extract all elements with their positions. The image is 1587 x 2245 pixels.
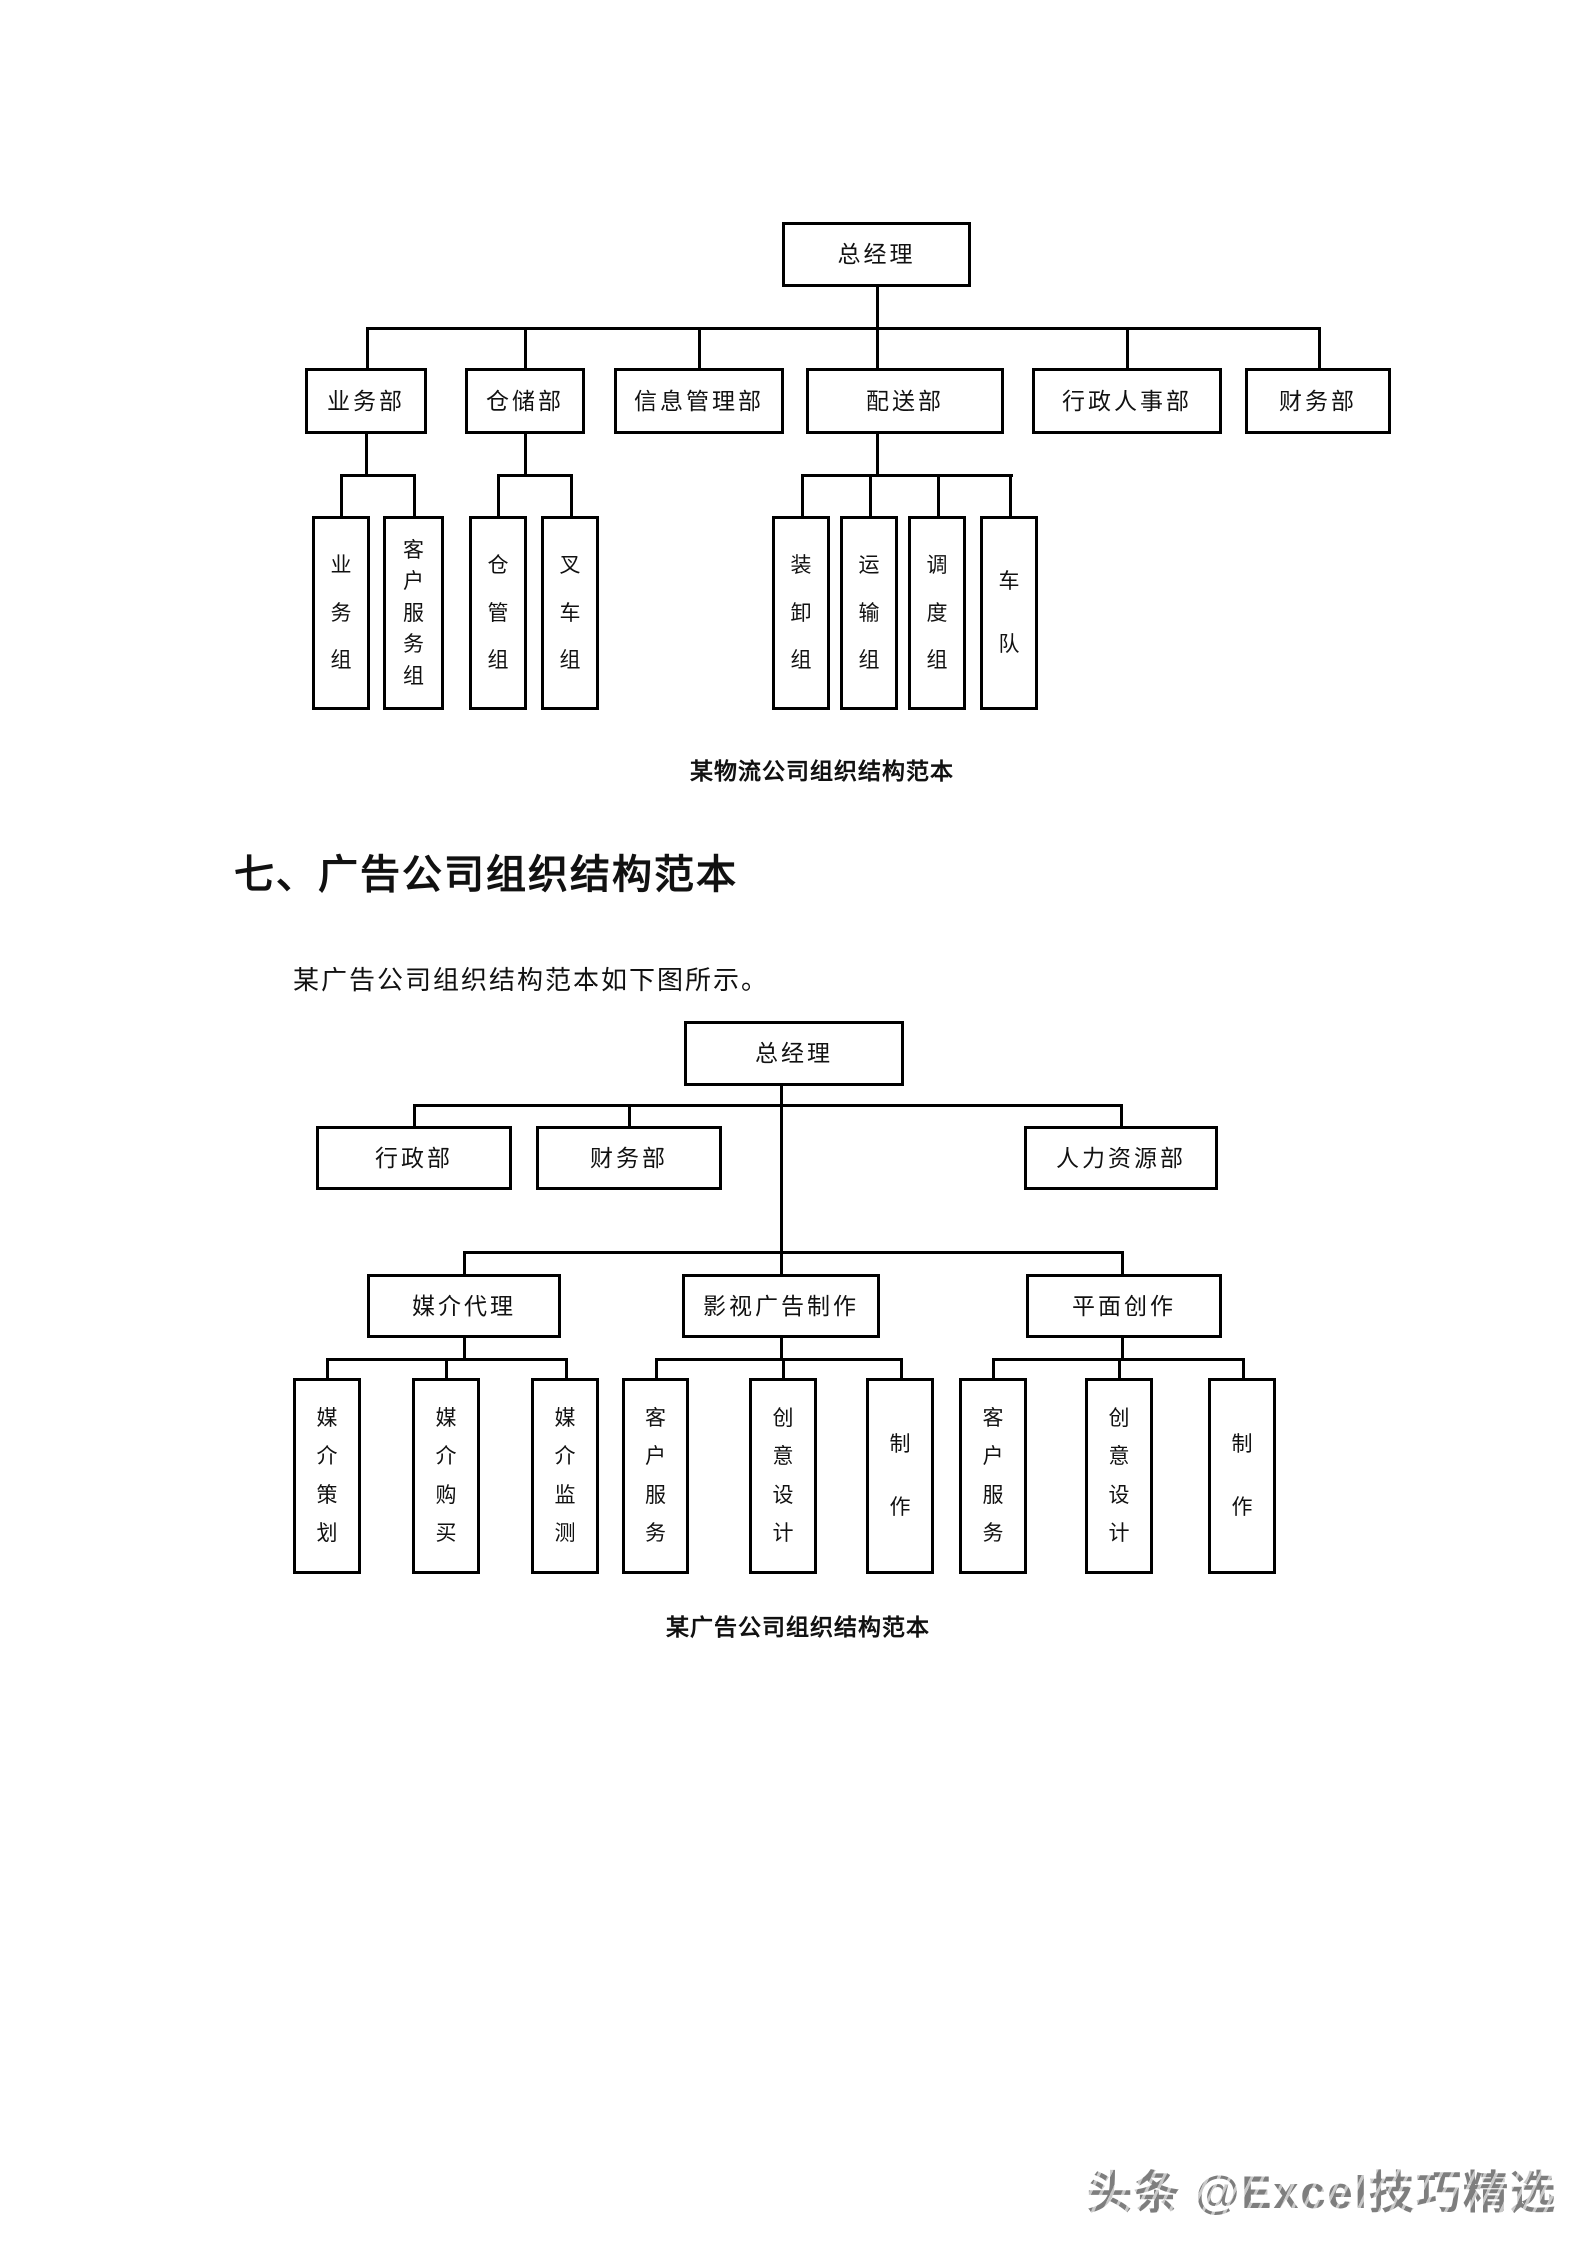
connector-line xyxy=(463,1251,1124,1254)
connector-line xyxy=(497,474,573,477)
node-admin-dept: 行政部 xyxy=(316,1126,512,1190)
connector-line xyxy=(570,474,573,516)
node-general-manager-2: 总经理 xyxy=(684,1021,904,1086)
connector-line xyxy=(497,474,500,516)
node-business-dept: 业务部 xyxy=(305,368,427,434)
node-finance-dept-2: 财务部 xyxy=(536,1126,722,1190)
node-media-planning: 媒介策划 xyxy=(293,1378,361,1574)
node-media-buying: 媒介购买 xyxy=(412,1378,480,1574)
node-tv-ad-production: 影视广告制作 xyxy=(682,1274,880,1338)
node-general-manager: 总经理 xyxy=(782,222,971,287)
node-warehouse-dept: 仓储部 xyxy=(465,368,585,434)
node-client-service-print: 客户服务 xyxy=(959,1378,1027,1574)
connector-line xyxy=(1318,327,1321,368)
connector-line xyxy=(869,474,872,516)
connector-line xyxy=(1120,1104,1123,1126)
node-fleet: 车队 xyxy=(980,516,1038,710)
node-creative-design-tv: 创意设计 xyxy=(749,1378,817,1574)
connector-line xyxy=(801,474,804,516)
connector-line xyxy=(366,327,1321,330)
connector-line xyxy=(655,1358,658,1378)
connector-line xyxy=(1118,1358,1121,1378)
connector-line xyxy=(365,434,368,474)
connector-line xyxy=(628,1104,631,1126)
connector-line xyxy=(1242,1358,1245,1378)
node-creative-design-print: 创意设计 xyxy=(1085,1378,1153,1574)
connector-line xyxy=(801,474,1013,477)
node-dispatch-team: 调度组 xyxy=(908,516,966,710)
connector-line xyxy=(413,474,416,516)
connector-line xyxy=(413,1104,416,1126)
connector-line xyxy=(340,474,416,477)
connector-line xyxy=(463,1251,466,1274)
connector-line xyxy=(780,1338,783,1358)
node-transport-team: 运输组 xyxy=(840,516,898,710)
connector-line xyxy=(1121,1338,1124,1358)
node-finance-dept: 财务部 xyxy=(1245,368,1391,434)
node-loading-unloading-team: 装卸组 xyxy=(772,516,830,710)
node-hr-dept: 人力资源部 xyxy=(1024,1126,1218,1190)
node-admin-hr-dept: 行政人事部 xyxy=(1032,368,1222,434)
node-production-print: 制作 xyxy=(1208,1378,1276,1574)
connector-line xyxy=(1126,327,1129,368)
connector-line xyxy=(565,1358,568,1378)
node-forklift-team: 叉车组 xyxy=(541,516,599,710)
connector-line xyxy=(413,1104,1123,1107)
connector-line xyxy=(463,1338,466,1358)
intro-paragraph: 某广告公司组织结构范本如下图所示。 xyxy=(293,966,770,995)
connector-line xyxy=(445,1358,448,1378)
connector-line xyxy=(1009,474,1012,516)
node-customer-service-team: 客户服务组 xyxy=(383,516,444,710)
node-client-service-tv: 客户服务 xyxy=(622,1378,689,1574)
connector-line xyxy=(780,1086,783,1274)
node-business-team: 业务组 xyxy=(312,516,370,710)
watermark: 头条 @Excel技巧精选 xyxy=(1087,2156,1557,2221)
connector-line xyxy=(366,327,369,368)
node-media-monitoring: 媒介监测 xyxy=(531,1378,599,1574)
connector-line xyxy=(524,327,527,368)
connector-line xyxy=(524,434,527,474)
connector-line xyxy=(1121,1251,1124,1274)
connector-line xyxy=(326,1358,329,1378)
logistics-chart-caption: 某物流公司组织结构范本 xyxy=(690,759,954,784)
connector-line xyxy=(992,1358,995,1378)
section-heading: 七、广告公司组织结构范本 xyxy=(234,852,738,897)
connector-line xyxy=(698,327,701,368)
ad-chart-caption: 某广告公司组织结构范本 xyxy=(666,1615,930,1640)
node-distribution-dept: 配送部 xyxy=(806,368,1004,434)
node-media-agency: 媒介代理 xyxy=(367,1274,561,1338)
connector-line xyxy=(655,1358,903,1361)
node-production-tv: 制作 xyxy=(866,1378,934,1574)
node-print-creative: 平面创作 xyxy=(1026,1274,1222,1338)
node-info-management-dept: 信息管理部 xyxy=(614,368,784,434)
node-warehouse-keeping-team: 仓管组 xyxy=(469,516,527,710)
connector-line xyxy=(937,474,940,516)
connector-line xyxy=(782,1358,785,1378)
connector-line xyxy=(900,1358,903,1378)
connector-line xyxy=(876,434,879,474)
connector-line xyxy=(340,474,343,516)
